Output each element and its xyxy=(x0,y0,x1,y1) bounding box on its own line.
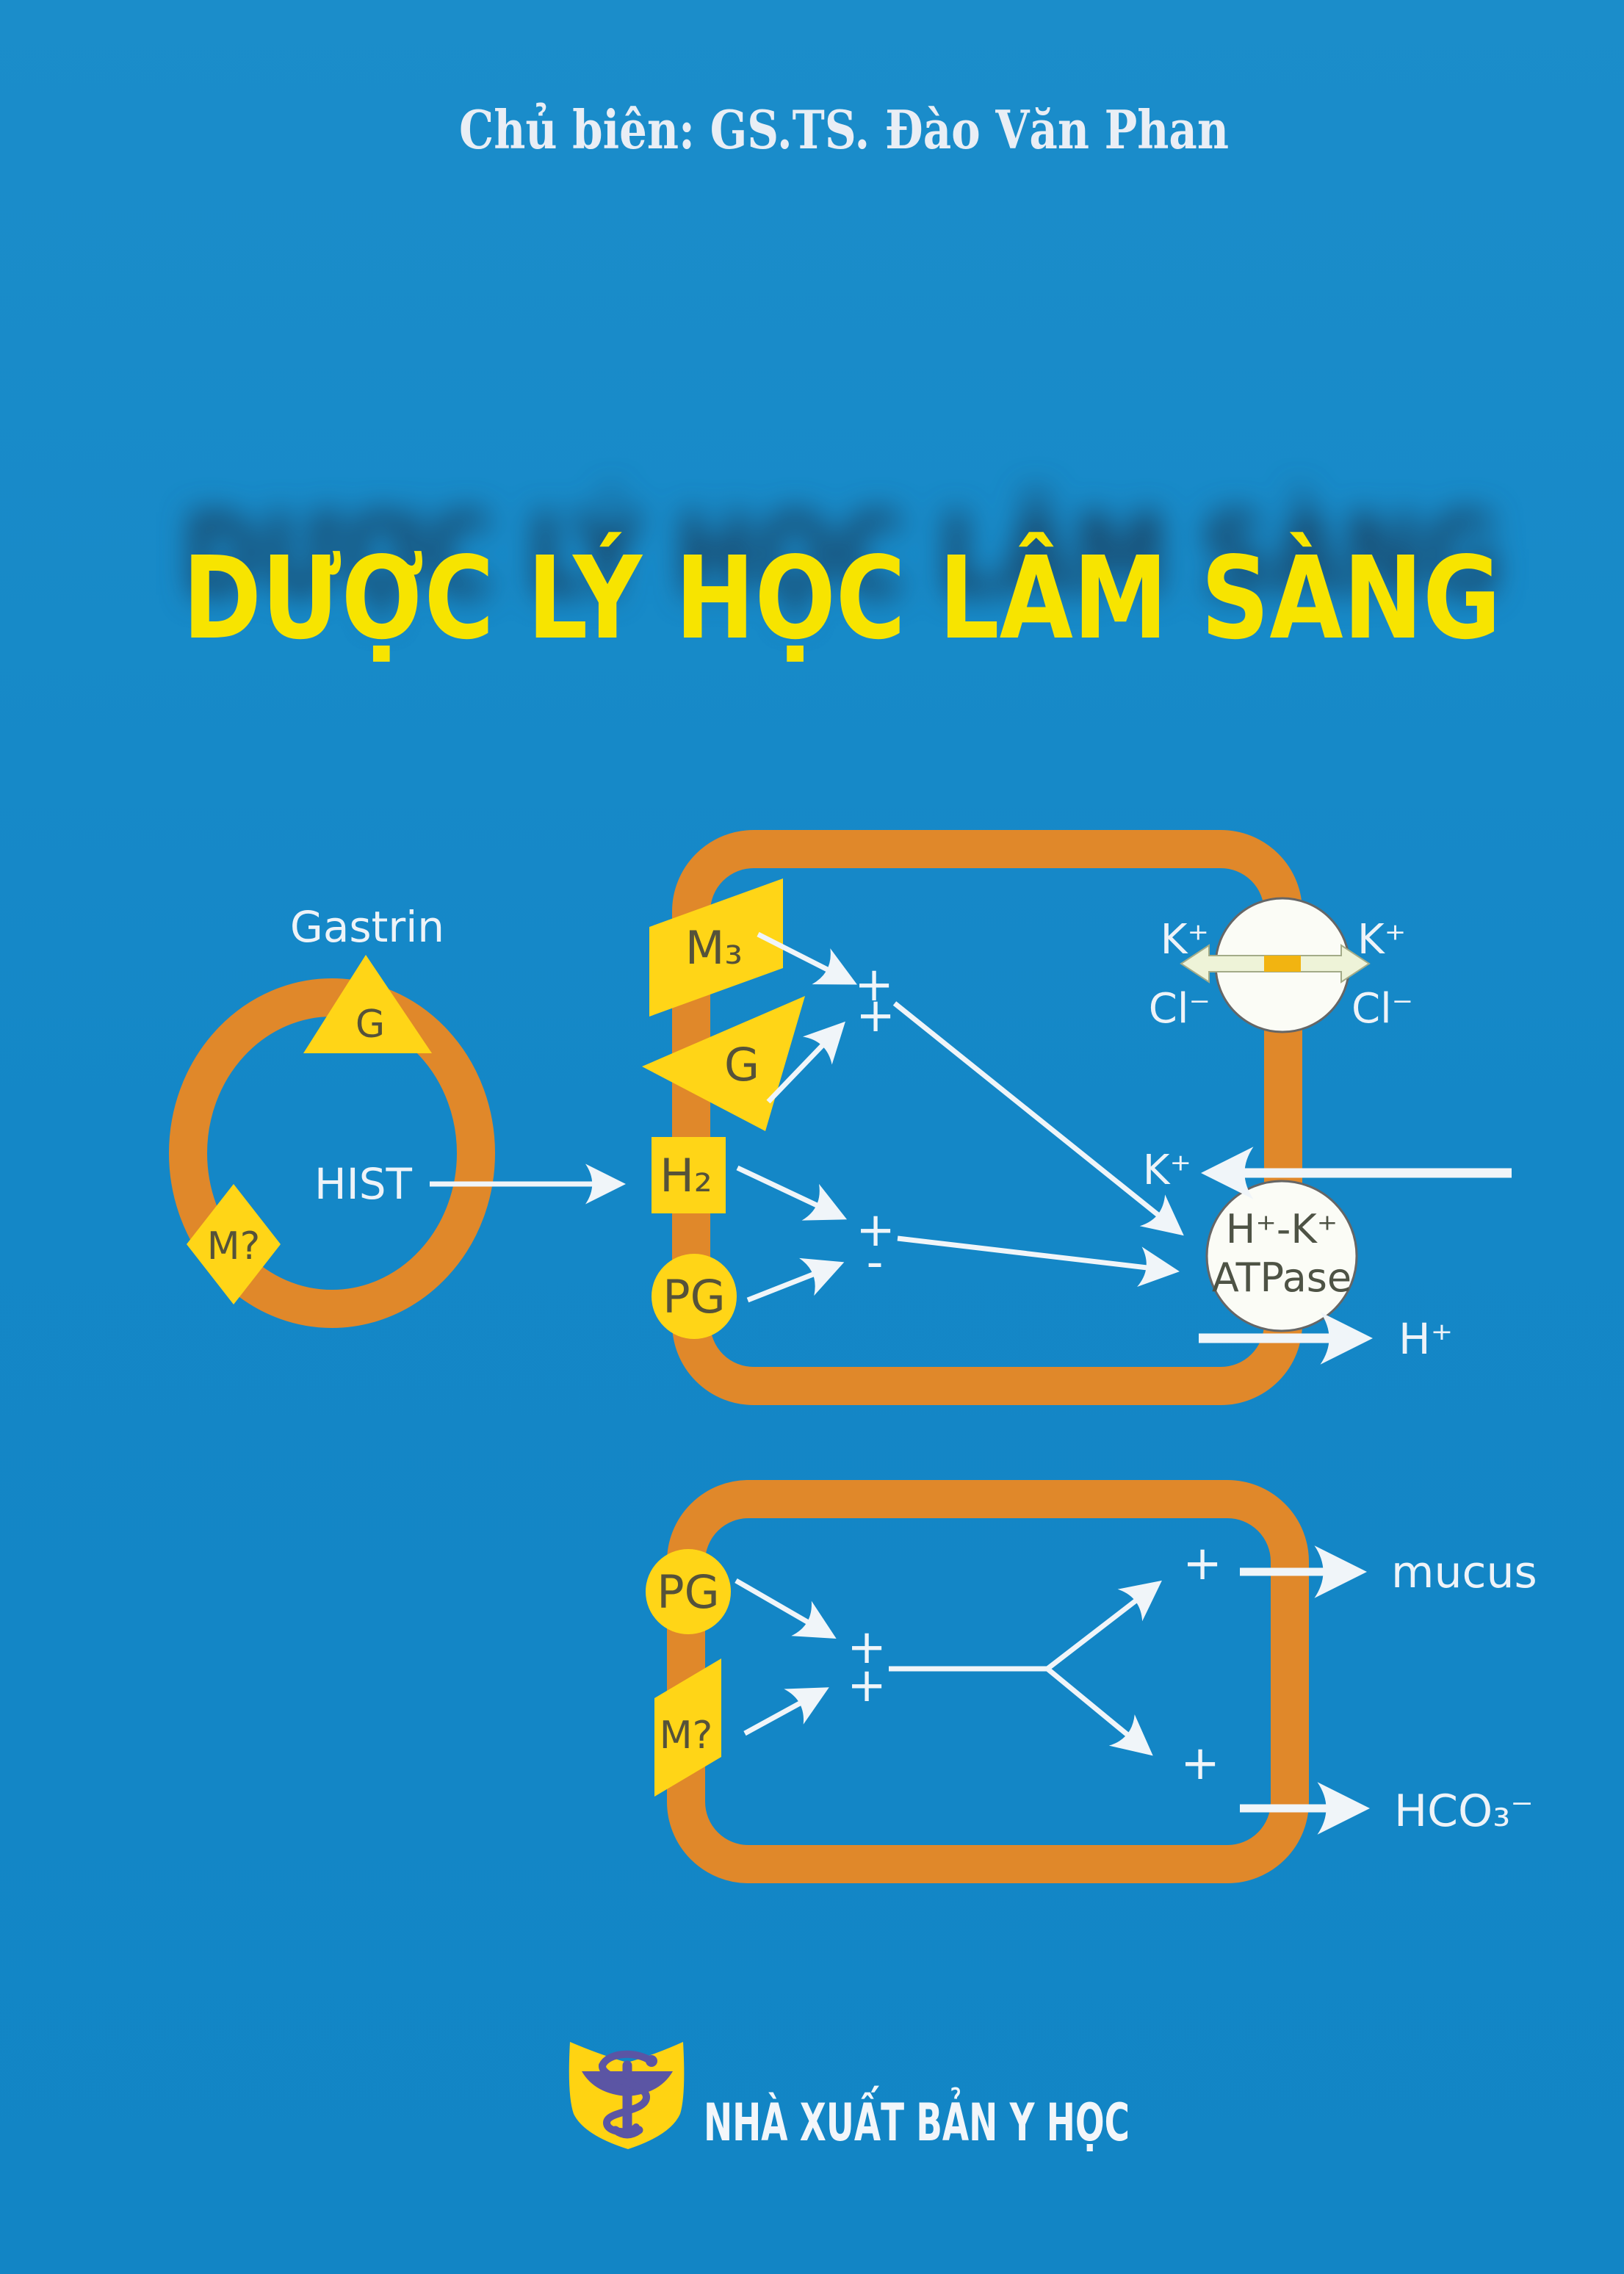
m-stimulation-arrow xyxy=(743,1687,829,1736)
m-receptor-label: M? xyxy=(660,1714,712,1758)
pg-receptor-label: PG xyxy=(657,1565,719,1619)
h2-stimulation-arrow xyxy=(736,1165,848,1221)
ecl-cell-membrane xyxy=(169,978,495,1328)
kcl-channel-gate xyxy=(1264,956,1301,972)
h-secretion-label: H⁺ xyxy=(1399,1314,1453,1364)
cl-out-label: Cl⁻ xyxy=(1351,985,1413,1033)
second-messenger-arrow xyxy=(897,1235,1180,1288)
staff-base xyxy=(611,2126,643,2139)
m-receptor-label: M? xyxy=(207,1224,260,1268)
ecl-cell: Gastrin G M? HIST xyxy=(169,902,626,1328)
plus-sign: + xyxy=(854,958,894,1012)
g-receptor-triangle xyxy=(303,955,432,1053)
bowl-of-hygieia-icon xyxy=(582,2050,673,2139)
minus-sign: - xyxy=(866,1235,883,1290)
fork-arrow-bicarbonate xyxy=(1045,1667,1153,1756)
plus-sign: + xyxy=(856,989,895,1043)
fork-arrow-mucus xyxy=(1045,1580,1162,1671)
hist-label: HIST xyxy=(314,1159,413,1209)
pg-stimulation-arrow xyxy=(746,1257,845,1303)
h2-receptor-label: H₂ xyxy=(660,1149,712,1202)
pg-receptor xyxy=(652,1254,737,1339)
pump-label-line2: ATPase xyxy=(1212,1255,1351,1301)
plus-sign: + xyxy=(847,1620,887,1675)
k-recycle-label: K⁺ xyxy=(1143,1147,1191,1194)
m3-receptor xyxy=(649,878,783,1017)
plus-sign: + xyxy=(856,1203,895,1257)
g-stimulation-arrow xyxy=(766,1021,845,1104)
proton-pump: H⁺-K⁺ ATPase K⁺ H⁺ xyxy=(1143,1147,1512,1365)
publisher-name: NHÀ XUẤT BẢN Y HỌC xyxy=(704,2086,1130,2153)
m-receptor-diamond xyxy=(187,1184,281,1304)
m3-stimulation-arrow xyxy=(757,931,857,985)
mucus-label: mucus xyxy=(1391,1547,1537,1598)
proton-pump-circle xyxy=(1205,1180,1358,1332)
k-out-label: K⁺ xyxy=(1357,916,1406,964)
m-receptor xyxy=(654,1658,721,1797)
snake-neck xyxy=(599,2050,654,2069)
plus-sign: + xyxy=(1183,1537,1222,1591)
k-in-label: K⁺ xyxy=(1161,916,1209,964)
pump-label-line1: H⁺-K⁺ xyxy=(1226,1206,1338,1252)
bicarbonate-label: HCO₃⁻ xyxy=(1394,1786,1534,1837)
cl-in-label: Cl⁻ xyxy=(1149,985,1210,1033)
mucous-cell: PG M? + + + mucus + HCO₃⁻ xyxy=(646,1480,1537,1883)
page-title: DƯỢC LÝ HỌC LÂM SÀNG xyxy=(183,531,1501,665)
camp-pathway-arrow xyxy=(892,1001,1184,1236)
parietal-cell: M₃ G H₂ PG + + + - K⁺ K⁺ Cl⁻ Cl⁻ xyxy=(642,830,1512,1405)
pg-receptor xyxy=(646,1549,731,1634)
parietal-cell-membrane xyxy=(672,830,1302,1405)
pg-stimulation-arrow xyxy=(735,1578,837,1639)
publisher-logo: NHÀ XUẤT BẢN Y HỌC xyxy=(569,2042,1130,2153)
plus-sign: + xyxy=(1180,1736,1220,1791)
g-receptor-label: G xyxy=(724,1038,759,1091)
gastrin-label: Gastrin xyxy=(290,902,444,952)
m3-receptor-label: M₃ xyxy=(685,921,743,975)
h2-receptor xyxy=(652,1137,726,1213)
g-receptor xyxy=(642,996,805,1131)
kcl-channel: K⁺ K⁺ Cl⁻ Cl⁻ xyxy=(1149,897,1413,1033)
plus-sign: + xyxy=(847,1658,887,1713)
author-line: Chủ biên: GS.TS. Đào Văn Phan xyxy=(459,98,1229,161)
g-receptor-label: G xyxy=(356,1003,385,1047)
pg-receptor-label: PG xyxy=(663,1270,725,1324)
snake-head xyxy=(646,2055,657,2067)
